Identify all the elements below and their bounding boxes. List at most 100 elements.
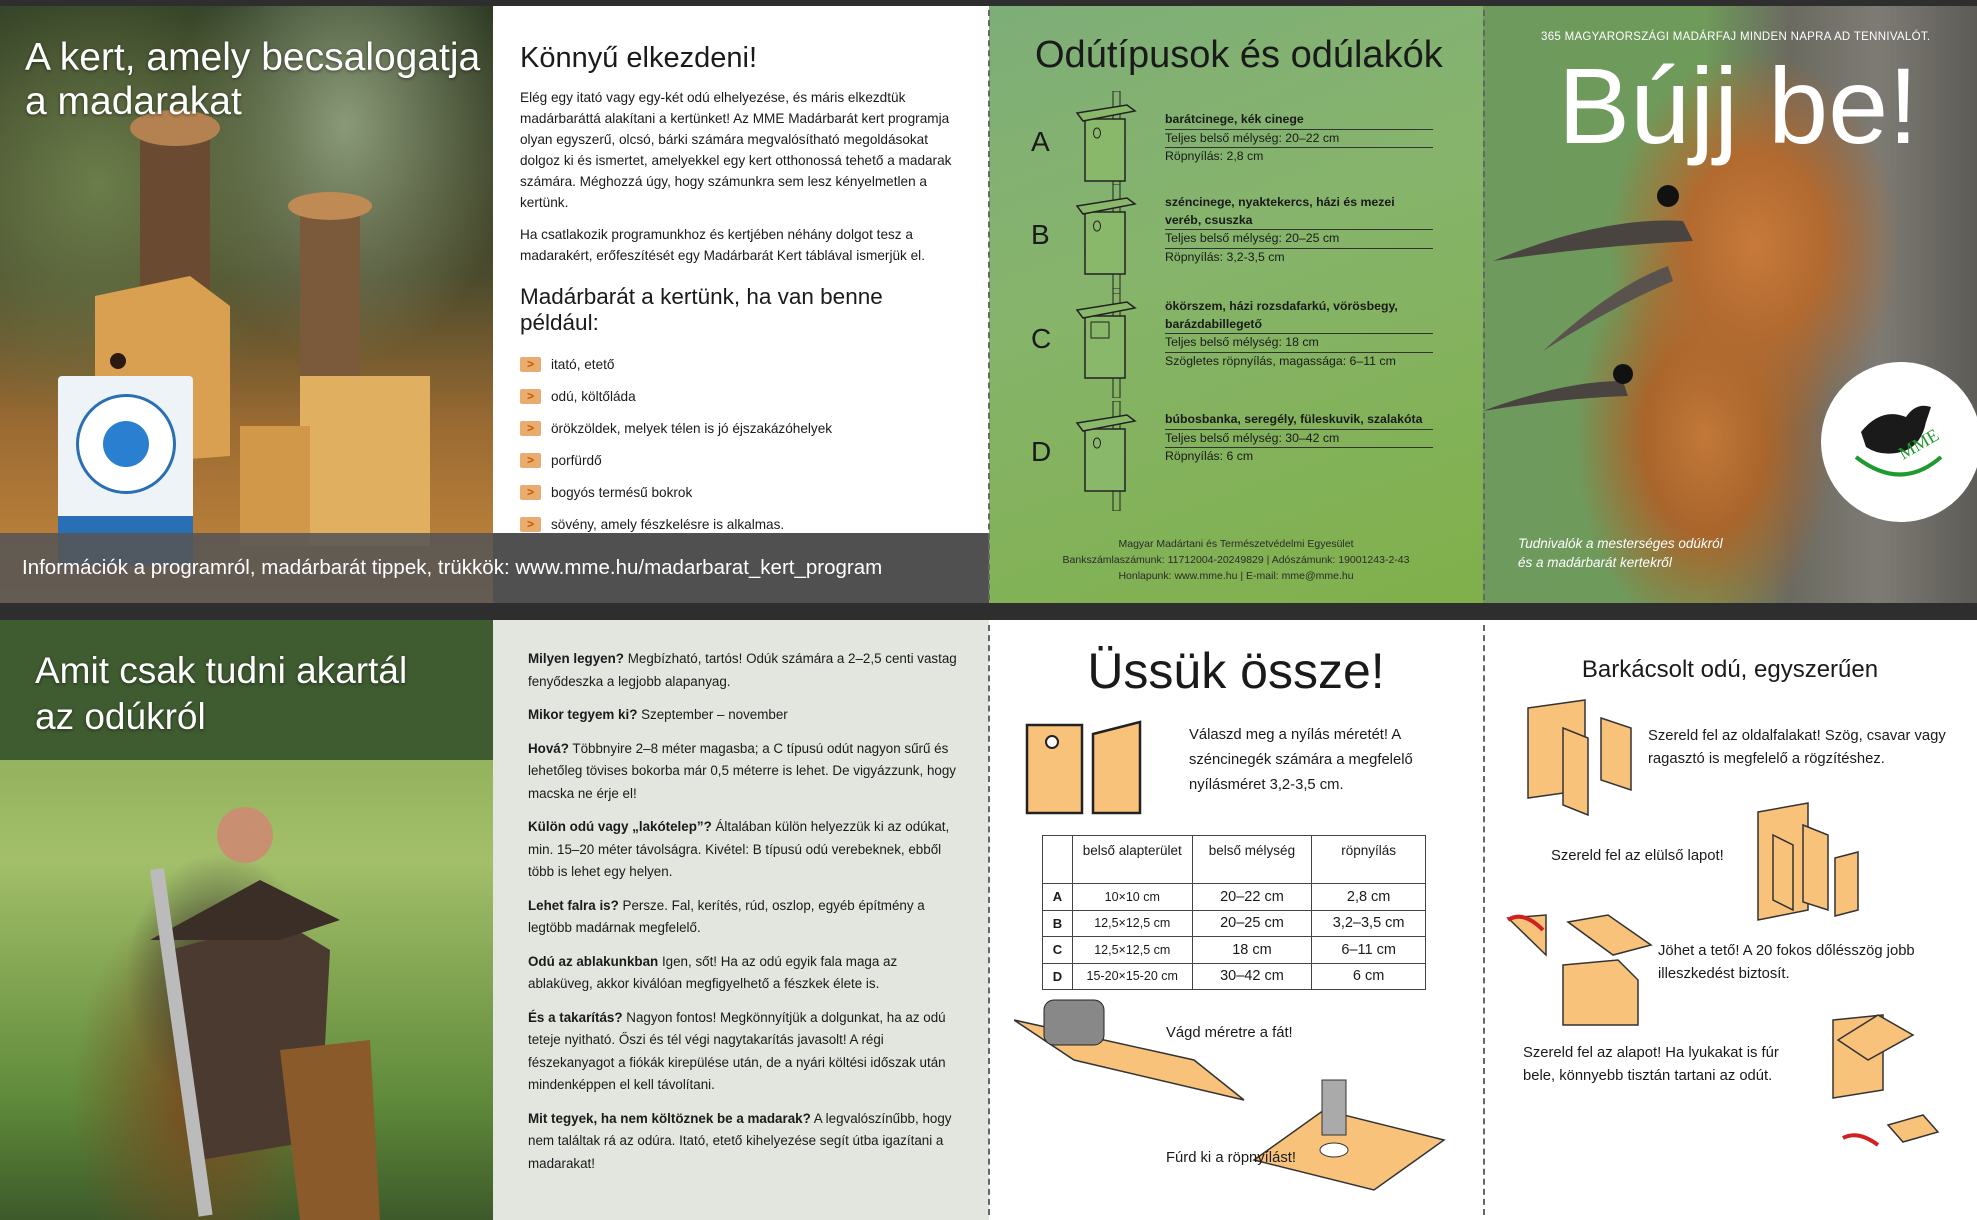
type-hole: Szögletes röpnyílás, magassága: 6–11 cm [1165,353,1396,368]
mme-logo: MME [1821,362,1977,522]
diy-heading: Barkácsolt odú, egyszerűen [1581,656,1879,683]
faq-title-line1: Amit csak tudni akartál [35,650,408,691]
arrow-bullet-icon: > [520,516,541,532]
type-depth: Teljes belső mélység: 20–25 cm [1165,230,1433,249]
cover-panel: 365 MAGYARORSZÁGI MADÁRFAJ MINDEN NAPRA … [1483,6,1977,603]
faq-answer: Szeptember – november [637,707,788,722]
table-header: röpnyílás [1311,835,1426,884]
website-email: Honlapunk: www.mme.hu | E-mail: mme@mme.… [1118,570,1354,582]
bank-tax-numbers: Bankszámlaszámunk: 11712004-20249829 | A… [1062,554,1410,566]
easy-start-panel: Könnyű elkezdeni! Elég egy itató vagy eg… [493,6,989,533]
example-item-label: bogyós termésű bokrok [551,484,693,500]
example-item-label: sövény, amely fészkelésre is alkalmas. [551,516,785,532]
faq-item: Hová? Többnyire 2–8 méter magasba; a C t… [528,738,959,806]
diy-step-3: Jöhet a tető! A 20 fokos dőlésszög jobb … [1658,943,1915,982]
faq-title-band [0,620,493,760]
faq-question: Lehet falra is? [528,897,619,913]
type-letter: D [1031,436,1052,467]
table-cell: 6–11 cm [1311,936,1426,964]
nestbox-drawing-icon [1075,401,1137,511]
type-birds: barátcinege, kék cinege [1165,111,1433,130]
table-cell: 12,5×12,5 cm [1071,909,1193,937]
table-header: belső mélység [1191,835,1313,884]
examples-list: >itató, etető>odú, költőláda>örökzöldek,… [520,348,963,533]
fold-line [988,625,990,1215]
garden-photo-panel: A kert, amely becsalogatja a madarakat [0,6,493,603]
diy-step-1: Szereld fel az oldalfalakat! Szög, csava… [1648,728,1946,767]
example-item-label: porfürdő [551,452,602,468]
table-cell: D [1042,962,1073,990]
diy-step-2: Szereld fel az elülső lapot! [1551,848,1724,864]
arrow-bullet-icon: > [520,388,541,404]
example-item-label: odú, költőláda [551,388,636,404]
faq-answer: Többnyire 2–8 méter magasba; a C típusú … [528,740,956,801]
nestbox-drawing-icon [1075,91,1137,201]
nestbox-drawing-icon [1075,288,1137,398]
arrow-bullet-icon: > [520,452,541,468]
easy-start-heading: Könnyű elkezdeni! [520,42,757,74]
faq-title-line2: az odúkról [35,696,206,737]
faq-item: Milyen legyen? Megbízható, tartós! Odúk … [528,648,959,693]
table-cell: 3,2–3,5 cm [1311,909,1426,937]
nestbox-drawing-icon [1075,184,1137,294]
table-cell: 6 cm [1311,962,1426,990]
cover-subtitle-line1: Tudnivalók a mesterséges odúkról [1518,536,1723,551]
faq-title: Amit csak tudni akartál az odúkról [35,648,407,740]
table-cell: 15-20×15-20 cm [1071,962,1193,990]
cover-subtitle: Tudnivalók a mesterséges odúkról és a ma… [1518,534,1723,572]
faq-question: Mit tegyek, ha nem költöznek be a madara… [528,1110,811,1126]
saw-and-drill-illustration [1014,999,1446,1191]
org-footer: Magyar Madártani és Természetvédelmi Egy… [989,536,1483,584]
type-letter: A [1031,126,1050,157]
arrow-icon [1506,914,1545,932]
drill-caption: Fúrd ki a röpnyílást! [1166,1150,1296,1166]
faq-answer: Persze. Fal, kerítés, rúd, oszlop, egyéb… [528,897,925,936]
faq-item: Odú az ablakunkban Igen, sőt! Ha az odú … [528,951,959,996]
circular-saw-icon [1043,999,1105,1046]
build-intro: Válaszd meg a nyílás méretét! A széncine… [1189,727,1413,793]
table-cell: 20–25 cm [1191,909,1313,937]
type-birds: ökörszem, házi rozsdafarkú, vörösbegy, b… [1165,298,1433,334]
org-name: Magyar Madártani és Természetvédelmi Egy… [1118,538,1354,550]
example-item-label: örökzöldek, melyek télen is jó éjszakázó… [551,420,833,436]
table-header [1042,835,1073,884]
faq-item: Külön odú vagy „lakótelep”? Általában kü… [528,816,959,884]
man-mounting-nestbox-photo [150,807,380,1220]
faq-item: Mikor tegyem ki? Szeptember – november [528,704,959,727]
fold-line [1483,625,1485,1215]
fold-line [988,10,990,600]
type-hole: Röpnyílás: 2,8 cm [1165,149,1264,163]
faq-question: Hová? [528,740,569,756]
table-cell: A [1042,883,1073,911]
faq-question: Külön odú vagy „lakótelep”? [528,819,712,834]
type-hole: Röpnyílás: 3,2-3,5 cm [1165,249,1285,264]
table-cell: 12,5×12,5 cm [1071,936,1193,964]
faq-answer: Igen, sőt! Ha az odú egyik fala maga az … [528,953,898,992]
info-bar: Információk a programról, madárbarát tip… [0,533,989,603]
garden-title: A kert, amely becsalogatja a madarakat [25,36,480,124]
faq-panel: Milyen legyen? Megbízható, tartós! Odúk … [493,620,989,1220]
easy-start-paragraph: Elég egy itató vagy egy-két odú elhelyez… [520,90,952,210]
table-cell: C [1042,936,1073,964]
faq-answer: Nagyon fontos! Megkönnyítjük a dolgunkat… [528,1009,946,1093]
birdhouse-photo [95,110,430,546]
saw-caption: Vágd méretre a fát! [1166,1025,1293,1041]
example-item: > odú, költőláda [520,380,963,412]
faq-answer: A legvalószínűbb, hogy nem találtak rá a… [528,1110,952,1171]
type-letter: C [1031,323,1052,354]
table-cell: 18 cm [1191,936,1313,964]
type-birds: búbosbanka, seregély, füleskuvik, szalak… [1165,411,1433,430]
table-cell: 30–42 cm [1191,962,1313,990]
faq-answer: Megbízható, tartós! Odúk számára a 2–2,5… [528,651,957,689]
garden-title-line2: a madarakat [25,80,242,123]
cut-boards-illustration [1025,720,1142,815]
faq-item: Lehet falra is? Persze. Fal, kerítés, rú… [528,895,959,940]
faq-item: És a takarítás? Nagyon fontos! Megkönnyí… [528,1007,959,1097]
faq-answer: Általában külön helyezzük ki az odúkat, … [528,819,950,879]
example-item: >bogyós termésű bokrok [520,476,963,508]
types-heading: Odútípusok és odúlakók [1035,34,1443,76]
diy-panel: Barkácsolt odú, egyszerűen Szereld fel a… [1483,620,1977,1220]
garden-title-line1: A kert, amely becsalogatja [25,36,481,79]
